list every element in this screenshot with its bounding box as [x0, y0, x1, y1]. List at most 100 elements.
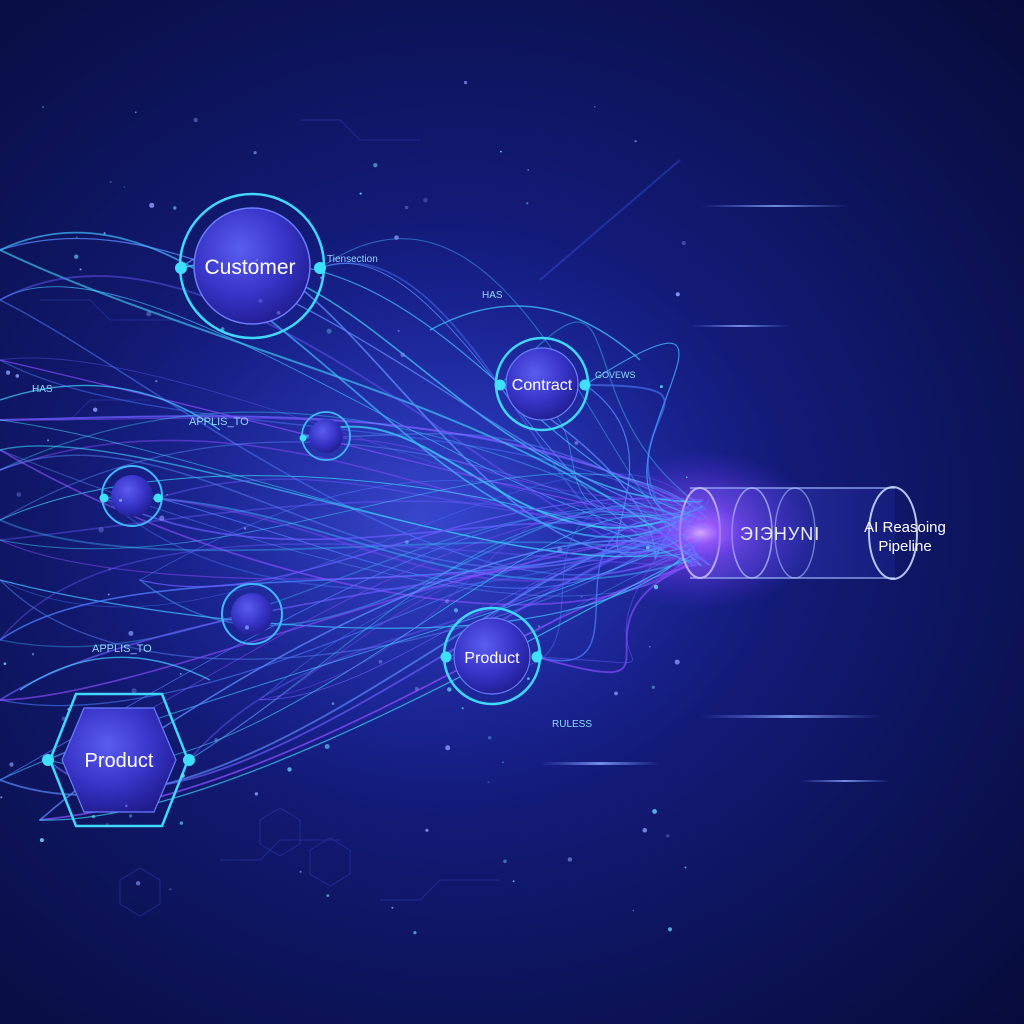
- flow-line: [302, 432, 694, 512]
- particle: [320, 276, 323, 279]
- particle: [276, 311, 281, 315]
- flow-line: [0, 417, 701, 517]
- particle: [463, 80, 468, 85]
- particle: [659, 385, 663, 389]
- flow-line: [139, 480, 693, 581]
- particle: [79, 268, 82, 271]
- flow-line: [0, 249, 702, 567]
- particle: [166, 493, 168, 496]
- particle: [107, 593, 110, 596]
- particle: [674, 659, 680, 665]
- edge-label-governs: GOVEWS: [595, 370, 636, 380]
- particle: [103, 232, 106, 235]
- flow-line: [0, 454, 699, 569]
- port-dot: [579, 379, 591, 391]
- particle: [15, 374, 20, 378]
- particle: [16, 492, 22, 497]
- flow-line: [0, 531, 706, 629]
- node-product-hex[interactable]: Product: [42, 692, 195, 828]
- particle: [537, 650, 540, 653]
- particle: [159, 515, 165, 521]
- particle: [74, 254, 79, 259]
- particle: [146, 311, 152, 317]
- flow-line: [103, 497, 698, 548]
- particle: [134, 111, 137, 114]
- flow-line: [0, 286, 701, 538]
- particle: [131, 688, 137, 694]
- flow-line: [302, 437, 701, 504]
- particle: [642, 828, 648, 833]
- flow-line: [259, 502, 702, 701]
- particle: [580, 595, 583, 598]
- flow-line: [0, 232, 693, 538]
- node-label: Contract: [512, 377, 573, 394]
- particle: [135, 881, 141, 886]
- particle: [445, 599, 449, 604]
- particle: [149, 202, 155, 208]
- particle: [331, 702, 335, 705]
- particles: [0, 80, 688, 935]
- particle: [75, 236, 78, 239]
- port-dot: [175, 262, 187, 274]
- particle: [119, 498, 123, 502]
- particle: [326, 894, 330, 897]
- particle: [681, 241, 686, 245]
- flow-line: [0, 473, 710, 550]
- particle: [652, 809, 657, 814]
- flow-line: [0, 543, 697, 641]
- node-small-3[interactable]: [221, 583, 283, 645]
- port-dot: [42, 754, 54, 766]
- node-small-2[interactable]: [99, 465, 163, 527]
- pipeline-label-line2: Pipeline: [878, 538, 931, 555]
- pipeline-label-line1: AI Reasoing: [864, 519, 946, 536]
- particle: [108, 568, 111, 571]
- particle: [31, 653, 35, 656]
- particle: [255, 258, 259, 262]
- particle: [461, 707, 464, 710]
- node-small-1[interactable]: [299, 411, 351, 461]
- particle: [537, 625, 541, 628]
- particle: [9, 762, 14, 767]
- flow-line: [0, 519, 696, 564]
- port-dot: [531, 651, 543, 663]
- flow-line: [0, 299, 695, 576]
- particle: [3, 662, 7, 665]
- particle: [128, 630, 134, 636]
- flow-line: [536, 556, 706, 674]
- particle: [651, 685, 655, 689]
- flow-line: [0, 275, 700, 559]
- particle: [287, 767, 292, 772]
- flow-line: [157, 478, 700, 519]
- particle: [653, 584, 659, 590]
- node-contract[interactable]: Contract: [494, 336, 591, 432]
- particle: [502, 761, 504, 763]
- flow-line: [0, 441, 694, 549]
- light-streaks: [539, 159, 890, 782]
- particle: [254, 792, 259, 796]
- ai-reasoning-pipeline[interactable]: ЭIЭНУNI AI Reasoing Pipeline: [645, 486, 946, 580]
- particle: [123, 186, 126, 188]
- node-customer[interactable]: Customer: [175, 192, 326, 340]
- particle: [488, 736, 492, 740]
- flow-line: [536, 517, 695, 662]
- particle: [500, 150, 502, 153]
- particle: [169, 888, 172, 891]
- particle: [41, 105, 45, 109]
- particle: [179, 672, 182, 675]
- edge-arcs: [0, 305, 641, 691]
- particle: [666, 834, 670, 838]
- edge-label-rules: RULESS: [552, 719, 592, 730]
- particle: [378, 659, 383, 664]
- particle: [179, 821, 184, 825]
- flow-line: [157, 497, 692, 589]
- node-product-center[interactable]: Product: [440, 606, 543, 706]
- particle: [193, 117, 198, 123]
- particle: [47, 439, 49, 442]
- particle: [686, 476, 688, 479]
- particle: [109, 180, 112, 184]
- particle: [105, 822, 109, 826]
- pipeline-glyphs: ЭIЭНУNI: [740, 524, 820, 544]
- edge-labels: Tiensection HAS HAS APPLIS_TO APPLIS_TO …: [32, 254, 636, 730]
- particle: [397, 329, 400, 333]
